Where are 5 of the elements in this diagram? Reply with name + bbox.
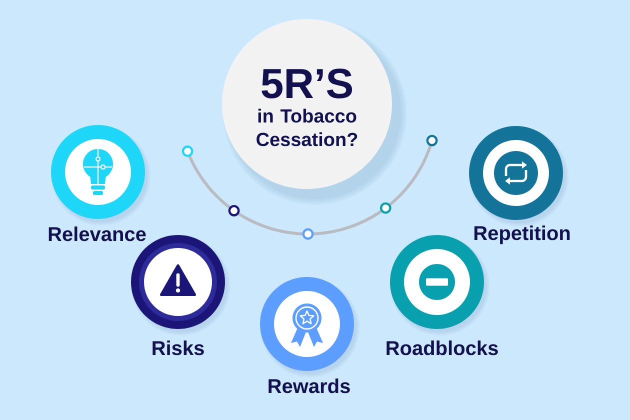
badge-label: Rewards: [268, 378, 350, 394]
badge-label: Relevance: [48, 226, 146, 242]
badge-label: Repetition: [474, 226, 570, 244]
badge-label: Risks: [152, 340, 204, 356]
badge-label: Roadblocks: [386, 340, 498, 356]
